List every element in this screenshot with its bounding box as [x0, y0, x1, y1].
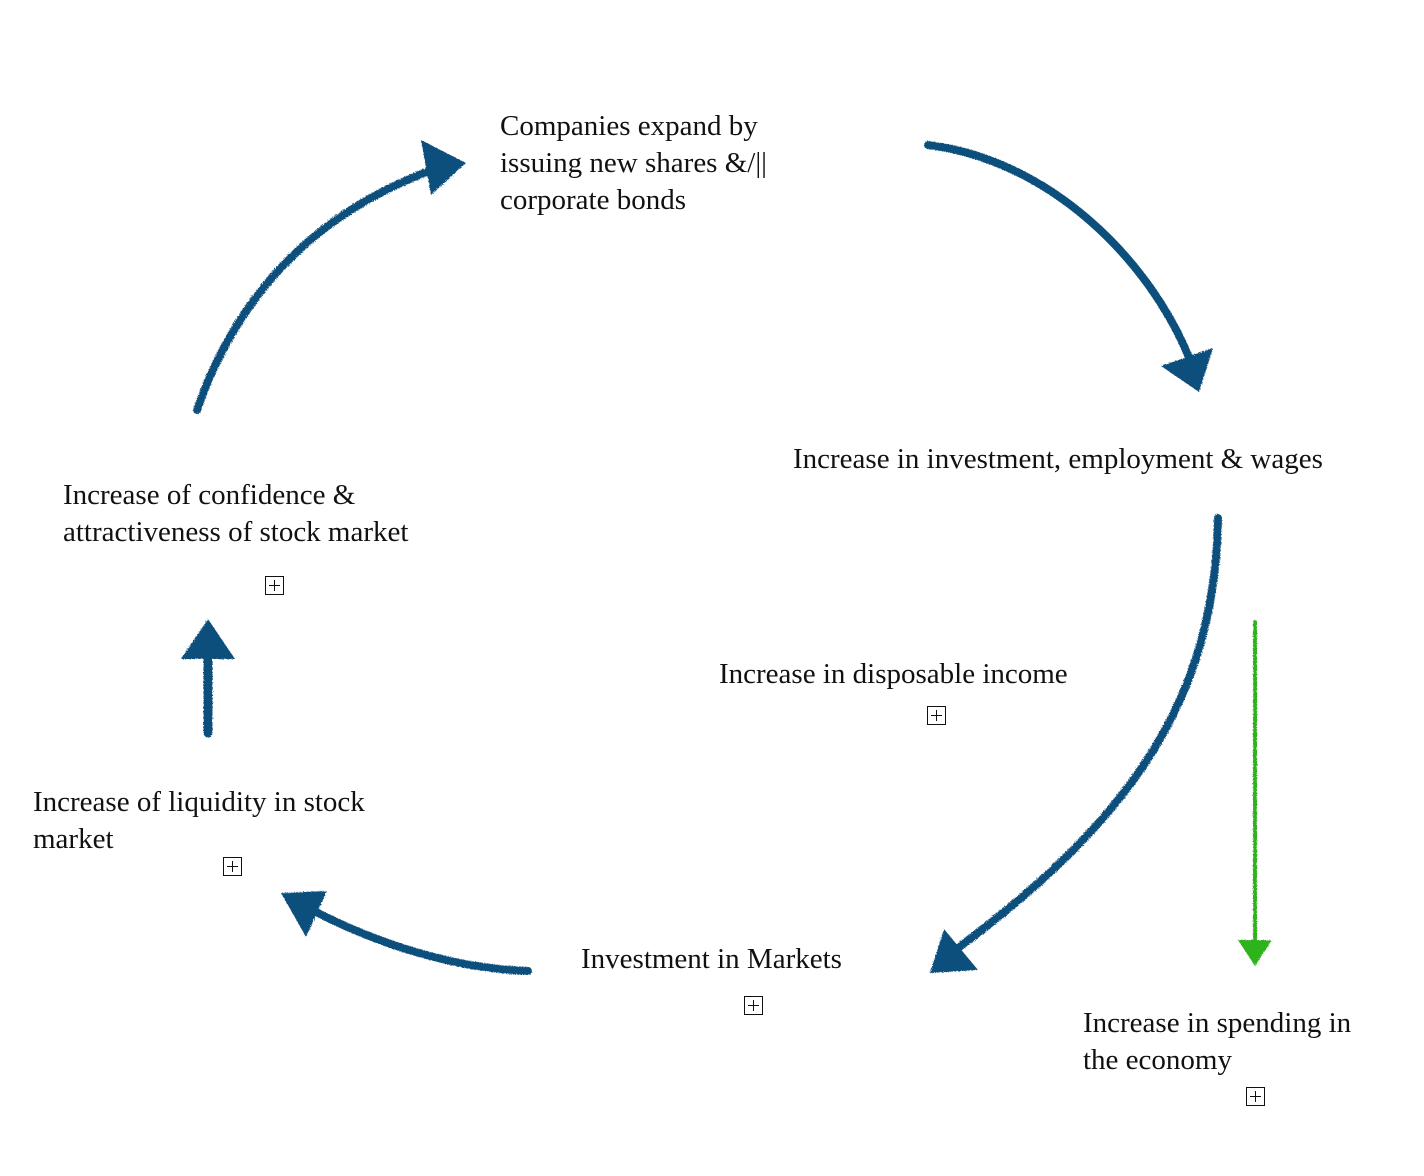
plus-box-icon[interactable]: [744, 996, 763, 1015]
node-investment-in-markets: Investment in Markets: [581, 943, 842, 975]
node-increase-liquidity: Increase of liquidity in stock market: [33, 786, 365, 855]
arrow-investment-to-markets: [930, 514, 1222, 973]
plus-box-icon[interactable]: [265, 576, 284, 595]
plus-box-icon[interactable]: [927, 706, 946, 725]
plus-box-icon[interactable]: [223, 857, 242, 876]
node-increase-investment-employment: Increase in investment, employment & wag…: [793, 443, 1323, 475]
node-companies-expand: Companies expand by issuing new shares &…: [500, 110, 767, 216]
node-increase-spending: Increase in spending in the economy: [1083, 1007, 1352, 1076]
arrow-companies-to-investment: [924, 141, 1213, 392]
node-increase-disposable-income: Increase in disposable income: [719, 658, 1068, 690]
arrow-markets-to-liquidity: [281, 891, 532, 975]
plus-box-icon[interactable]: [1246, 1087, 1265, 1106]
arrow-to-spending: [1238, 620, 1272, 966]
arrow-confidence-to-companies: [193, 140, 466, 414]
arrow-liquidity-to-confidence: [181, 619, 235, 738]
node-increase-confidence: Increase of confidence & attractiveness …: [63, 479, 409, 548]
